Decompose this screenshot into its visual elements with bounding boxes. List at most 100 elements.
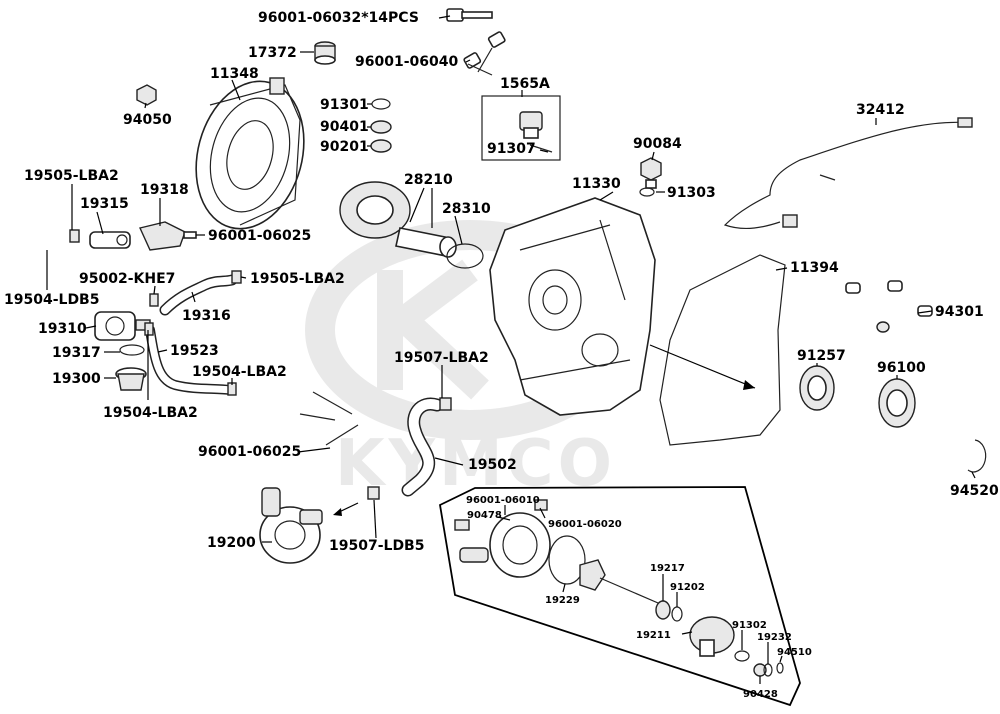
sleeve-28310 — [395, 227, 457, 258]
label-96001-06020: 96001-06020 — [548, 519, 622, 530]
cap-17372 — [314, 41, 336, 65]
label-19504-lba2-a: 19504-LBA2 — [192, 364, 287, 380]
gasket-arrow — [649, 344, 756, 389]
label-91303: 91303 — [667, 185, 716, 201]
label-28310: 28310 — [442, 201, 491, 217]
fan-shroud-11348 — [195, 77, 305, 230]
bolt-96001-06025-a — [183, 231, 197, 239]
gasket-11394 — [659, 254, 786, 446]
label-28210: 28210 — [404, 172, 453, 188]
label-90428: 90428 — [743, 689, 778, 700]
label-90084: 90084 — [633, 136, 682, 152]
label-19523: 19523 — [170, 343, 219, 359]
label-95002-khe7: 95002-KHE7 — [79, 271, 175, 287]
inset-frame — [439, 486, 801, 707]
hose-19504-ldb5 — [9, 232, 81, 247]
label-19502: 19502 — [468, 457, 517, 473]
inset-pump-body — [454, 499, 551, 578]
bolts-96001-06025-b — [299, 391, 359, 446]
bolt-96001-06040 — [463, 31, 506, 76]
clamp-19505-lba2-b — [231, 270, 242, 284]
label-17372: 17372 — [248, 45, 297, 61]
inset-seal-19217 — [655, 600, 671, 620]
label-90201: 90201 — [320, 139, 369, 155]
inset-shaft-19211 — [599, 577, 666, 607]
label-11330: 11330 — [572, 176, 621, 192]
label-19229: 19229 — [545, 595, 580, 606]
label-19318: 19318 — [140, 182, 189, 198]
hose-19523 — [145, 325, 235, 395]
label-19507-lba2: 19507-LBA2 — [394, 350, 489, 366]
label-19232: 19232 — [757, 632, 792, 643]
hose-19316 — [159, 274, 238, 316]
oring-91303 — [639, 187, 655, 197]
label-91307: 91307 — [487, 141, 536, 157]
label-19315: 19315 — [80, 196, 129, 212]
label-91301: 91301 — [320, 97, 369, 113]
plug-kit-1565A-box — [481, 95, 561, 161]
label-90401: 90401 — [320, 119, 369, 135]
washer-90401 — [370, 120, 392, 134]
clamp-19507-lba2 — [439, 397, 452, 411]
label-96100: 96100 — [877, 360, 926, 376]
label-19317: 19317 — [52, 345, 101, 361]
label-19504-lba2-b: 19504-LBA2 — [103, 405, 198, 421]
circlip-94520 — [967, 439, 987, 473]
oring-19317 — [119, 344, 145, 356]
ring-28310 — [446, 243, 484, 269]
washer-91301 — [371, 98, 391, 110]
clamp-19504-lba2-b — [144, 322, 154, 336]
label-96001-06025-b: 96001-06025 — [198, 444, 301, 460]
dowels-94301 — [845, 280, 933, 333]
label-19505-lba2-a: 19505-LBA2 — [24, 168, 119, 184]
bearing-91257 — [799, 365, 835, 411]
leader-lines — [46, 15, 976, 684]
inset-washer-91302 — [734, 650, 750, 662]
label-91302: 91302 — [732, 620, 767, 631]
bolt-96001-06032 — [446, 8, 493, 22]
label-32412: 32412 — [856, 102, 905, 118]
label-94050: 94050 — [123, 112, 172, 128]
inset-gasket-19229 — [548, 535, 586, 585]
label-96001-06040: 96001-06040 — [355, 54, 458, 70]
part-labels: 96001-06032*14PCS 17372 96001-06040 1134… — [4, 10, 999, 700]
bearing-96100 — [878, 378, 916, 428]
bracket-19318 — [139, 221, 186, 251]
label-19316: 19316 — [182, 308, 231, 324]
label-90478: 90478 — [467, 510, 502, 521]
label-1565A: 1565A — [500, 76, 550, 92]
label-94510: 94510 — [777, 647, 812, 658]
crankcase-cover-11330 — [489, 197, 656, 416]
clamp-19505-lba2-a — [69, 229, 80, 243]
pipe-19315 — [89, 231, 131, 249]
nut-94050 — [136, 84, 157, 106]
label-19310: 19310 — [38, 321, 87, 337]
label-19200: 19200 — [207, 535, 256, 551]
sensor-90084 — [640, 157, 662, 189]
label-19300: 19300 — [52, 371, 101, 387]
label-11348: 11348 — [210, 66, 259, 82]
label-19507-ldb5: 19507-LDB5 — [329, 538, 424, 554]
label-96001-06025-a: 96001-06025 — [208, 228, 311, 244]
inset-clip-94510 — [776, 662, 784, 674]
label-19211: 19211 — [636, 630, 671, 641]
label-19504-ldb5: 19504-LDB5 — [4, 292, 99, 308]
water-pump-19200 — [259, 487, 323, 564]
label-94520: 94520 — [950, 483, 999, 499]
label-91257: 91257 — [797, 348, 846, 364]
pump-arrow-head — [333, 508, 342, 516]
label-19217: 19217 — [650, 563, 685, 574]
washer-90201 — [370, 139, 392, 153]
inset-gear-housing — [689, 616, 735, 657]
inset-oring-91202 — [671, 606, 683, 622]
label-96001-06010: 96001-06010 — [466, 495, 540, 506]
thermostat-19300 — [115, 367, 147, 391]
cable-32412 — [723, 117, 973, 230]
clamp-19507-ldb5 — [367, 486, 380, 500]
thermostat-housing-19310 — [94, 311, 151, 341]
sensor-95002-khe7 — [149, 293, 159, 307]
inset-impeller — [579, 559, 606, 591]
label-94301: 94301 — [935, 304, 984, 320]
hose-19502 — [401, 397, 444, 497]
label-91202: 91202 — [670, 582, 705, 593]
